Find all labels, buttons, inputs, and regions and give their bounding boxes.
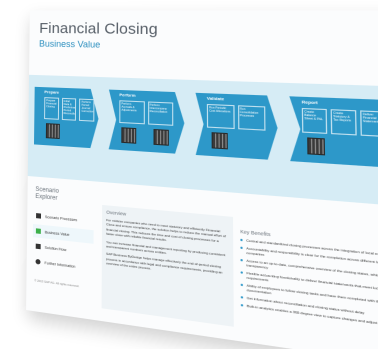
company-building-icon <box>121 127 137 144</box>
phase-report[interactable]: Report Create Balance Sheet & P&L Create… <box>289 96 378 168</box>
company-building-icon <box>153 129 169 146</box>
phase-label: Perform <box>119 92 136 98</box>
bullet-icon <box>240 296 244 300</box>
value-icon <box>35 228 41 234</box>
flow-icon <box>35 243 41 250</box>
process-step[interactable]: Perform Intercompany Reconciliation <box>148 101 174 125</box>
page-subtitle: Business Value <box>39 38 101 50</box>
bullet-icon <box>240 271 243 274</box>
bullet-icon <box>240 304 244 307</box>
phase-label: Validate <box>206 95 225 102</box>
overview-panel: Overview For midsize companies who need … <box>101 204 234 327</box>
bullet-icon <box>240 283 244 287</box>
copyright-note: © 2013 SAP AG. All rights reserved. <box>34 278 80 289</box>
process-step[interactable]: Initial Data & Preliminary Period Reconc… <box>62 98 77 121</box>
process-step[interactable]: Create Balance Sheet & P&L <box>302 108 327 134</box>
bullet-icon <box>240 258 243 262</box>
company-building-icon <box>307 137 326 156</box>
bullet-icon <box>240 246 243 250</box>
phase-label: Report <box>301 98 318 106</box>
process-step[interactable]: Deliver Financial Statements <box>360 110 378 137</box>
process-step[interactable]: Perform Period Journal Corrections <box>79 99 94 122</box>
phase-validate[interactable]: Validate Run Periodic Cost Allocations R… <box>195 93 277 161</box>
explorer-nav: Scenario Processes Business Value Soluti… <box>32 209 94 278</box>
process-step[interactable]: Prepare Financial Closing <box>44 97 59 120</box>
explorer-title-line: Explorer <box>35 193 58 202</box>
process-step[interactable]: Run Periodic Cost Allocations <box>207 104 234 129</box>
key-benefits-panel: Key Benefits Central and standardized cl… <box>240 229 378 349</box>
nav-item-label: Scenario Processes <box>44 214 78 222</box>
nav-item-label: Further Information <box>44 260 76 269</box>
nav-item-label: Business Value <box>44 229 70 237</box>
phase-prepare[interactable]: Prepare Prepare Financial Closing Initia… <box>34 87 99 149</box>
company-building-icon <box>211 132 228 150</box>
phase-label: Prepare <box>44 89 60 95</box>
process-step[interactable]: Create Statutory & Tax Reports <box>331 109 357 135</box>
process-step[interactable]: Run Consolidation Processes <box>237 105 265 130</box>
phase-perform[interactable]: Perform Perform Accruals & Adjustments P… <box>109 90 185 155</box>
document-sheet: Financial Closing Business Value Prepare… <box>26 10 378 349</box>
grid-icon <box>36 213 42 219</box>
bullet-icon <box>240 238 243 242</box>
page-title: Financial Closing <box>39 20 158 39</box>
company-building-icon <box>45 123 60 140</box>
process-band: Prepare Prepare Financial Closing Initia… <box>27 74 378 207</box>
nav-item-label: Solution Flow <box>44 245 67 252</box>
scenario-explorer-title: Scenario Explorer <box>35 187 59 203</box>
info-icon <box>35 258 41 265</box>
process-step[interactable]: Perform Accruals & Adjustments <box>119 100 144 124</box>
